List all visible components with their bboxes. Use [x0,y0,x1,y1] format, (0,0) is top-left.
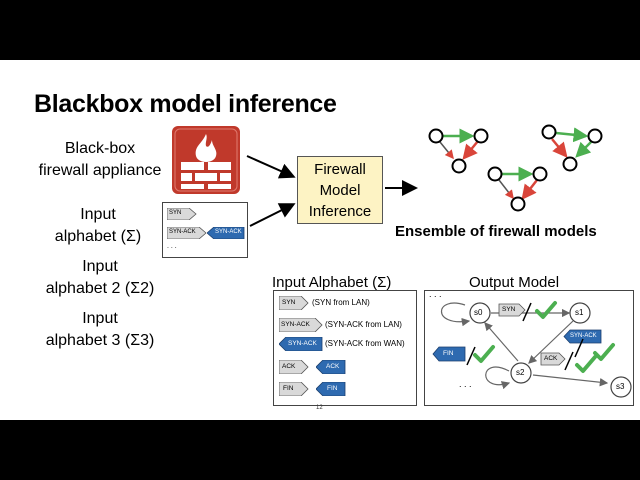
ensemble-model-3 [487,166,548,212]
check-icon [473,301,615,373]
ack-wan-packet [316,360,346,374]
slide: Blackbox model inference Black-box firew… [0,60,640,420]
firewall-icon [172,126,240,194]
ensemble-models [428,124,603,212]
firewall-label: Black-box firewall appliance [38,140,162,179]
fin-lan-packet [279,382,309,396]
flow-arrows [246,155,418,227]
synack-wan-packet [279,337,323,351]
model-inference-box: Firewall Model Inference [297,156,383,224]
page-title: Blackbox model inference [34,90,337,118]
state-s2: s2 [516,368,525,377]
mini-alphabet-box: SYN SYN-ACK SYN-ACK . . . [162,202,248,258]
input-alphabet-2-label: Input alphabet 2 (Σ2) [45,258,155,297]
state-s3: s3 [616,382,625,391]
state-s0: s0 [474,308,483,317]
syn-lan-packet [279,296,309,310]
input-alphabet-label: Input alphabet (Σ) [54,206,142,245]
input-panel-title: Input Alphabet (Σ) [272,274,392,291]
page-number: 12 [316,405,323,411]
ack-lan-packet [279,360,309,374]
ensemble-model-2 [541,124,603,172]
output-model-panel: . . . . . . s0 s1 s2 s3 SYN SYN-ACK ACK … [424,289,634,406]
output-panel-title: Output Model [469,274,560,291]
mini-synack-wan-packet [207,227,245,239]
state-s1: s1 [575,308,584,317]
mini-synack-lan-packet [167,227,207,239]
mini-syn-packet [167,208,197,220]
input-alphabet-panel: SYN (SYN from LAN) SYN-ACK (SYN-ACK from… [273,290,417,406]
fin-wan-packet [316,382,346,396]
input-alphabet-3-label: Input alphabet 3 (Σ3) [45,310,155,349]
ensemble-label: Ensemble of firewall models [395,223,597,240]
synack-lan-packet [279,318,323,332]
ensemble-model-1 [428,128,489,174]
state-machine [432,301,632,398]
